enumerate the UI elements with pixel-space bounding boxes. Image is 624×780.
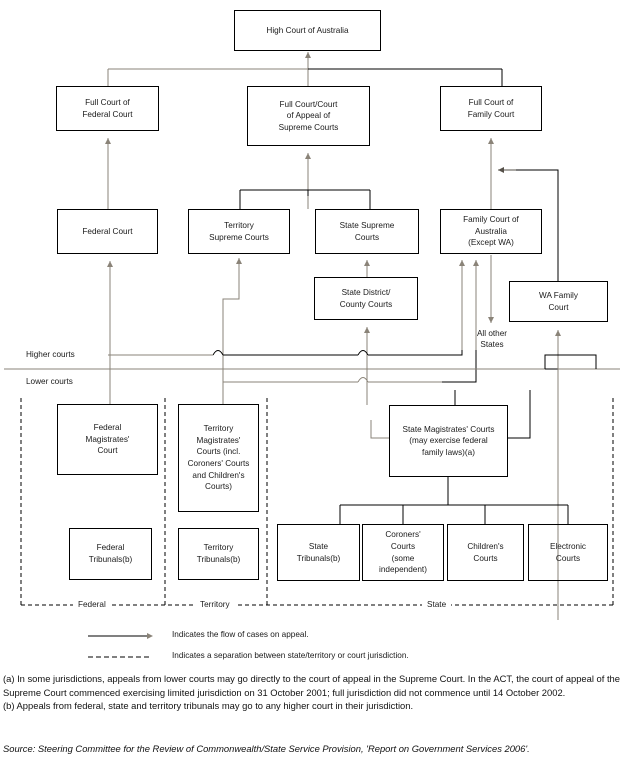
node-coroners-courts[interactable]: Coroners' Courts (some independent) (362, 524, 444, 581)
node-full-court-federal[interactable]: Full Court of Federal Court (56, 86, 159, 131)
node-state-magistrates-courts[interactable]: State Magistrates' Courts (may exercise … (389, 405, 508, 477)
node-label: Territory Supreme Courts (209, 220, 269, 242)
connector-lower-courts-bus-dark (442, 341, 477, 383)
legend-label: Indicates a separation between state/ter… (172, 651, 409, 660)
node-full-court-family[interactable]: Full Court of Family Court (440, 86, 542, 131)
node-full-court-appeal-supreme[interactable]: Full Court/Court of Appeal of Supreme Co… (247, 86, 370, 146)
node-label: State Supreme Courts (339, 220, 395, 242)
node-federal-magistrates-court[interactable]: Federal Magistrates' Court (57, 404, 158, 475)
node-electronic-courts[interactable]: Electronic Courts (528, 524, 608, 581)
node-label: Territory Tribunals(b) (196, 543, 241, 564)
footnote-a: (a) In some jurisdictions, appeals from … (3, 673, 620, 698)
label-all-other-states: All other States (476, 329, 508, 350)
node-high-court[interactable]: High Court of Australia (234, 10, 381, 51)
node-state-district-county-courts[interactable]: State District/ County Courts (314, 277, 418, 320)
node-federal-court[interactable]: Federal Court (57, 209, 158, 254)
node-label: High Court of Australia (266, 25, 349, 35)
connector-state-mag-children (339, 477, 569, 524)
node-label: Territory Magistrates' Courts (incl. Cor… (187, 424, 250, 492)
legend-item-jurisdiction-separation: Indicates a separation between state/ter… (88, 649, 409, 663)
footnotes: (a) In some jurisdictions, appeals from … (3, 672, 621, 713)
node-territory-magistrates-courts[interactable]: Territory Magistrates' Courts (incl. Cor… (178, 404, 259, 512)
node-label: Electronic Courts (549, 541, 587, 563)
node-label: State Tribunals(b) (296, 541, 341, 563)
node-label: Federal Magistrates' Court (85, 423, 130, 456)
connector-higher-courts-bus (108, 341, 463, 356)
node-federal-tribunals[interactable]: Federal Tribunals(b) (69, 528, 152, 580)
band-label-lower-courts: Lower courts (26, 377, 73, 386)
legend-item-appeal-flow: Indicates the flow of cases on appeal. (88, 628, 309, 642)
node-state-tribunals[interactable]: State Tribunals(b) (277, 524, 360, 581)
legend: Indicates the flow of cases on appeal. I… (0, 624, 624, 664)
node-label: Full Court/Court of Appeal of Supreme Co… (278, 99, 339, 132)
node-family-court-australia[interactable]: Family Court of Australia (Except WA) (440, 209, 542, 254)
legend-label: Indicates the flow of cases on appeal. (172, 630, 309, 639)
node-label: Federal Court (82, 226, 133, 236)
node-label: State District/ County Courts (339, 287, 393, 309)
arrow-line-icon (88, 629, 160, 641)
node-label: Children's Courts (467, 541, 504, 563)
connector-territory-supreme (222, 258, 242, 404)
node-state-supreme-courts[interactable]: State Supreme Courts (315, 209, 419, 254)
diagram-connectors (4, 52, 620, 620)
source-note: Source: Steering Committee for the Revie… (3, 743, 530, 754)
node-territory-supreme-courts[interactable]: Territory Supreme Courts (188, 209, 290, 254)
node-label: Full Court of Family Court (467, 97, 515, 119)
court-hierarchy-diagram: High Court of Australia Full Court of Fe… (4, 10, 620, 620)
node-label: Federal Tribunals(b) (88, 543, 133, 564)
node-label: Family Court of Australia (Except WA) (463, 215, 519, 248)
connector-supreme-bus (239, 189, 371, 209)
connector-state-mag-right (454, 390, 531, 439)
node-label: Coroners' Courts (some independent) (379, 530, 427, 575)
node-label: Full Court of Federal Court (82, 97, 133, 119)
node-territory-tribunals[interactable]: Territory Tribunals(b) (178, 528, 259, 580)
jurisdiction-label-territory: Territory (195, 599, 235, 610)
connector-higher-courts-bus-grey (108, 260, 465, 356)
node-label: WA Family Court (539, 290, 578, 312)
band-label-higher-courts: Higher courts (26, 350, 75, 359)
node-wa-family-court[interactable]: WA Family Court (509, 281, 608, 322)
jurisdiction-label-state: State (422, 599, 452, 610)
connector-lower-courts-bus (223, 377, 442, 383)
node-label: State Magistrates' Courts (may exercise … (402, 424, 495, 457)
connector-state-mag-to-supreme (370, 420, 389, 439)
connector-federal-branch (105, 138, 113, 404)
dashed-line-icon (88, 650, 160, 662)
connector-wa-step (544, 354, 597, 369)
node-childrens-courts[interactable]: Children's Courts (447, 524, 524, 581)
connector-high-court-group (107, 52, 503, 86)
connector-wa-family-to-full-court (498, 167, 559, 281)
jurisdiction-label-federal: Federal (73, 599, 111, 610)
footnote-b: (b) Appeals from federal, state and terr… (3, 700, 414, 712)
jurisdiction-dashed-separators (20, 398, 614, 606)
